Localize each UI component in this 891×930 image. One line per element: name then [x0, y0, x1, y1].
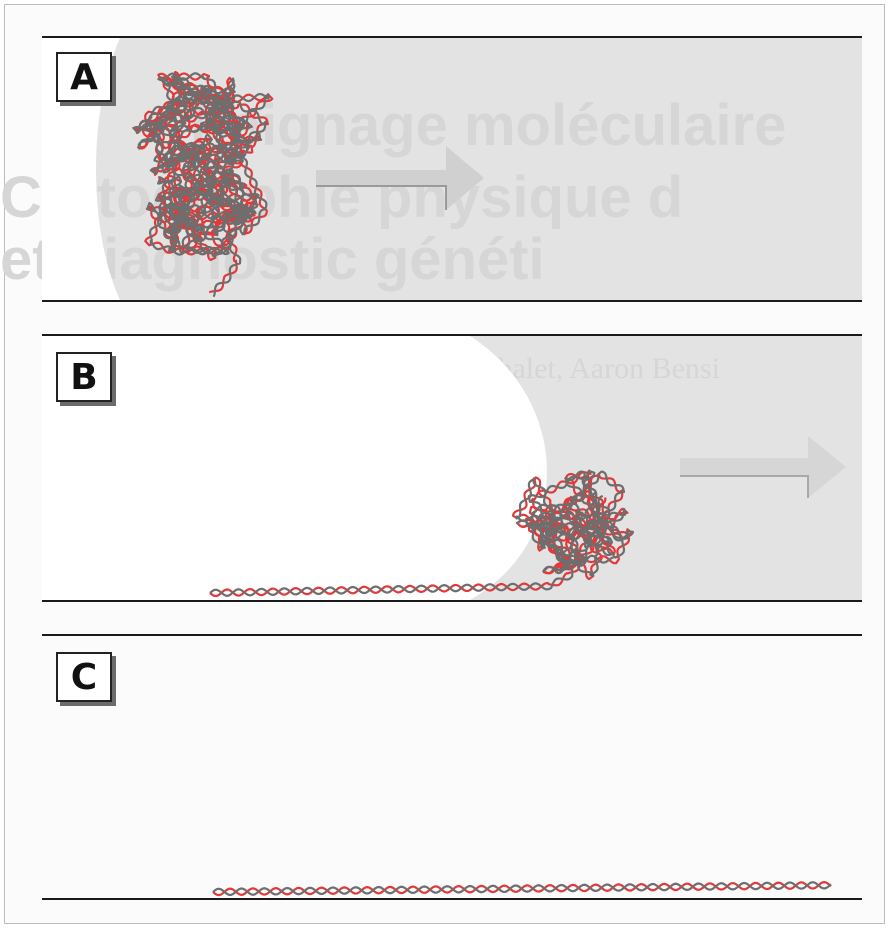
panel-label-c: C — [56, 652, 112, 702]
meniscus-b — [42, 336, 547, 600]
rule-c-bottom — [42, 898, 862, 900]
rule-b-bottom — [42, 600, 862, 602]
bleed-title-line1: Peignage moléculaire — [190, 93, 787, 158]
panel-label-a: A — [56, 52, 112, 102]
rule-a-bottom — [42, 300, 862, 302]
rule-c-top — [42, 634, 862, 636]
panel-label-b: B — [56, 352, 112, 402]
rule-a-top — [42, 36, 862, 38]
dna-strand-b — [209, 469, 635, 598]
dna-strand-c — [212, 881, 832, 897]
direction-arrow-a — [316, 146, 484, 210]
dna-strand-a — [132, 70, 274, 298]
direction-arrow-b — [680, 436, 846, 498]
meniscus-a — [42, 38, 120, 300]
rule-b-top — [42, 334, 862, 336]
